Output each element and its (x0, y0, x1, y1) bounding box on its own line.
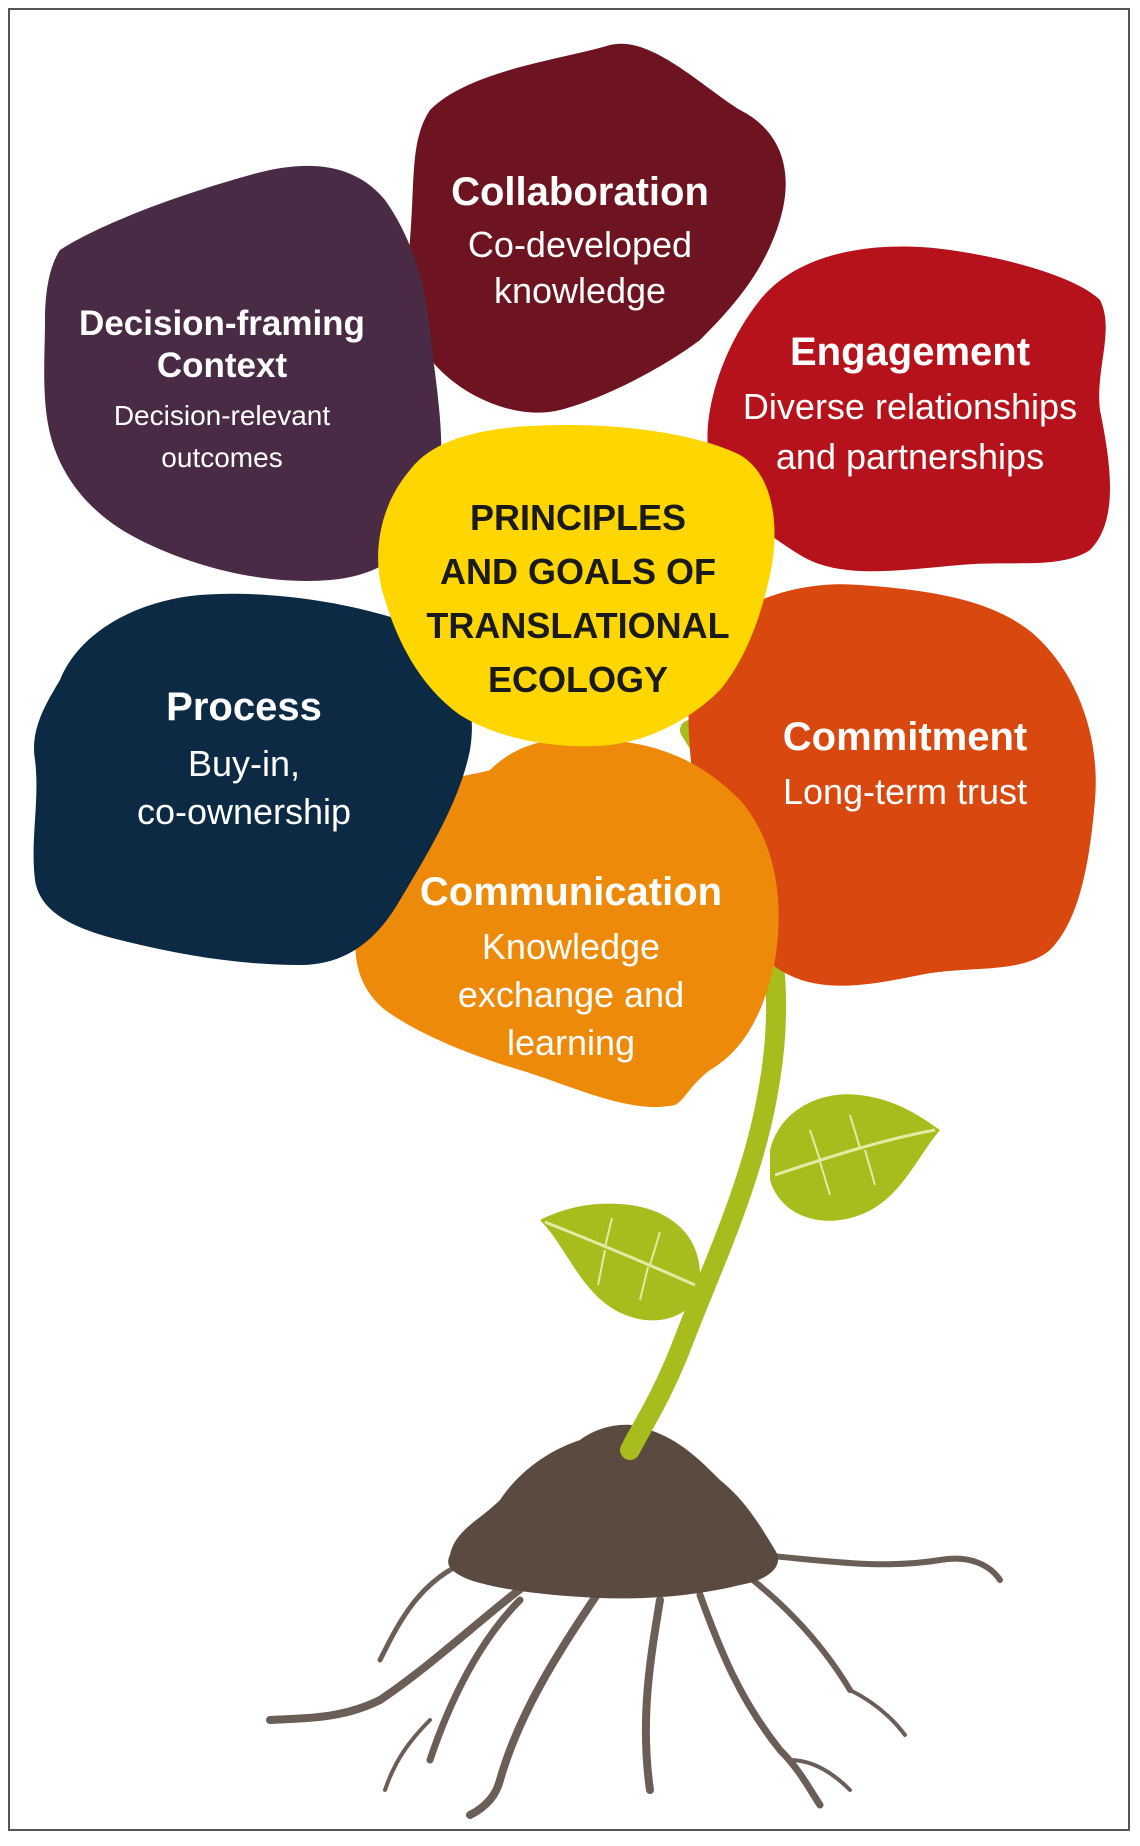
petal-description: and partnerships (776, 436, 1044, 477)
petal-description: outcomes (161, 442, 282, 473)
center-title: PRINCIPLES AND GOALS OF TRANSLATIONAL ECOLO… (426, 497, 729, 700)
soil-mound (448, 1424, 779, 1599)
center-title-line: ECOLOGY (488, 659, 668, 700)
petal-commitment (688, 584, 1096, 986)
petal-title: Communication (420, 870, 722, 914)
petal-engagement (707, 246, 1110, 572)
petal-description: Decision-relevant (114, 400, 331, 431)
leaf-left (540, 1203, 700, 1321)
petal-title: Process (166, 685, 322, 729)
leaf-right (770, 1094, 940, 1221)
petal-description: Long-term trust (783, 771, 1027, 812)
petal-process (33, 593, 472, 965)
petal-description: learning (507, 1022, 635, 1063)
petal-title: Collaboration (451, 170, 709, 214)
petal-description: Co-developed (468, 224, 692, 265)
petal-description: Diverse relationships (743, 386, 1077, 427)
petal-description: Buy-in, (188, 743, 300, 784)
petal-collaboration (408, 43, 786, 413)
petal-description: exchange and (458, 974, 684, 1015)
petal-title: Commitment (783, 715, 1027, 759)
petal-title: Engagement (790, 330, 1030, 374)
center-title-line: TRANSLATIONAL (426, 605, 729, 646)
flower-center (378, 425, 775, 747)
center-title-line: PRINCIPLES (470, 497, 686, 538)
center-title-line: AND GOALS OF (440, 551, 716, 592)
image-border (8, 8, 1130, 1831)
petal-decision-framing-text: Decision-framingContextDecision-relevant… (79, 304, 365, 473)
petal-title: Decision-framing (79, 304, 365, 343)
petal-decision-framing (44, 165, 442, 581)
petal-description: knowledge (494, 270, 666, 311)
petal-description: Knowledge (482, 926, 660, 967)
petal-description: co-ownership (137, 791, 351, 832)
petal-title: Context (157, 346, 288, 385)
petal-communication (355, 738, 779, 1107)
